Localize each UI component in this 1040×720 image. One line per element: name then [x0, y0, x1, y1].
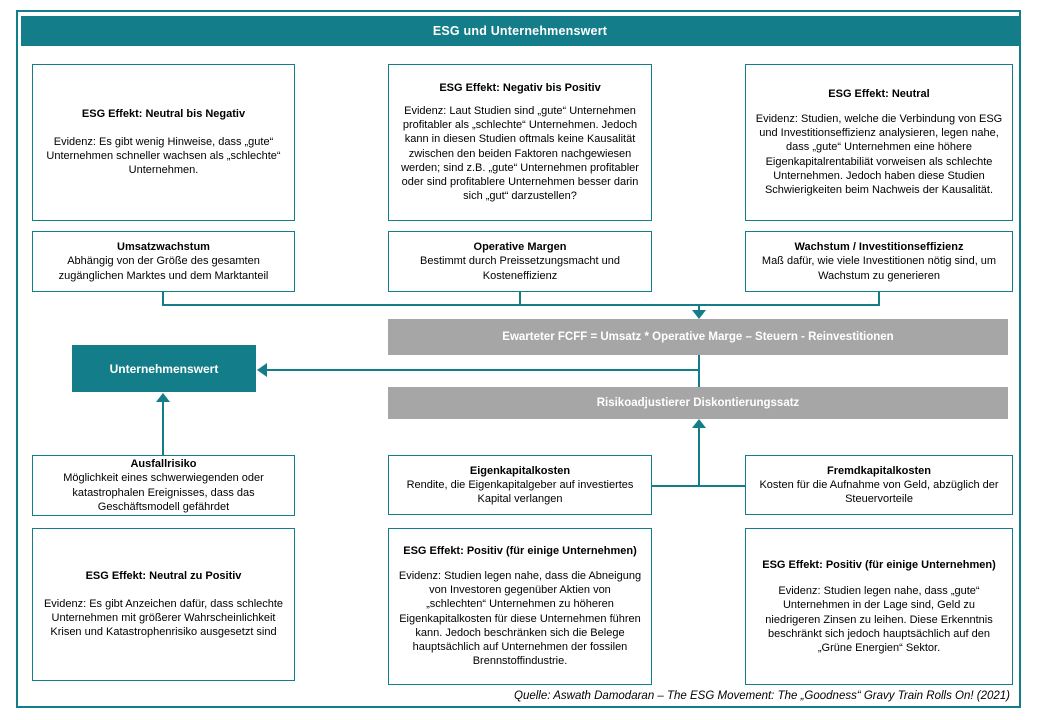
box-title: Fremdkapitalkosten — [827, 464, 931, 477]
bar-label: Ewarteter FCFF = Umsatz * Operative Marg… — [502, 331, 894, 343]
box-body: Evidenz: Es gibt Anzeichen dafür, dass s… — [43, 597, 284, 639]
arrowhead-up-value — [156, 393, 170, 402]
arrowhead-left-value — [257, 363, 267, 377]
box-title: Umsatzwachstum — [117, 241, 210, 254]
box-body: Evidenz: Studien legen nahe, dass „gute“… — [765, 584, 993, 655]
box-investitionseffizienz: Wachstum / Investitionseffizienz Maß daf… — [745, 231, 1013, 292]
box-body: Bestimmt durch Preissetzungsmacht und Ko… — [420, 255, 620, 282]
connector-fcff-to-discount — [698, 355, 700, 387]
box-body: Möglichkeit eines schwerwiegenden oder k… — [63, 472, 264, 513]
box-body: Abhängig von der Größe des gesamten zugä… — [58, 255, 269, 282]
box-body: Evidenz: Studien, welche die Verbindung … — [755, 112, 1003, 197]
box-title: ESG Effekt: Positiv (für einige Unterneh… — [403, 545, 637, 558]
box-body: Rendite, die Eigenkapitalgeber auf inves… — [406, 478, 634, 506]
box-title: ESG Effekt: Positiv (für einige Unterneh… — [762, 558, 996, 571]
connector-stub-left — [162, 292, 164, 306]
box-body: Maß dafür, wie viele Investitionen nötig… — [761, 255, 997, 282]
box-title: ESG Effekt: Neutral bis Negativ — [81, 108, 246, 121]
box-esg-effect-margins: ESG Effekt: Negativ bis Positiv Evidenz:… — [388, 64, 652, 221]
box-title: Operative Margen — [473, 241, 567, 254]
box-title: Wachstum / Investitionseffizienz — [794, 241, 964, 254]
box-ausfallrisiko: Ausfallrisiko Möglichkeit eines schwerwi… — [32, 455, 295, 516]
connector-stub-right — [878, 292, 880, 306]
box-esg-effect-default-risk: ESG Effekt: Neutral zu Positiv Evidenz: … — [32, 528, 295, 681]
value-box-label: Unternehmenswert — [109, 361, 219, 376]
box-esg-effect-debt-cost: ESG Effekt: Positiv (für einige Unterneh… — [745, 528, 1013, 685]
box-body: Evidenz: Es gibt wenig Hinweise, dass „g… — [46, 135, 281, 177]
box-esg-effect-growth: ESG Effekt: Neutral bis Negativ Evidenz:… — [32, 64, 295, 221]
connector-drop-to-fcff — [698, 304, 700, 312]
box-operative-margen: Operative Margen Bestimmt durch Preisset… — [388, 231, 652, 292]
connector-to-value-line — [266, 369, 700, 371]
bar-discount-rate: Risikoadjustierer Diskontierungssatz — [388, 387, 1008, 419]
box-title: Ausfallrisiko — [130, 457, 197, 470]
arrowhead-down-fcff — [692, 310, 706, 319]
box-fremdkapitalkosten: Fremdkapitalkosten Kosten für die Aufnah… — [745, 455, 1013, 515]
bar-label: Risikoadjustierer Diskontierungssatz — [596, 397, 800, 409]
connector-up-to-discount — [698, 427, 700, 487]
box-unternehmenswert: Unternehmenswert — [72, 345, 256, 392]
box-body: Evidenz: Studien legen nahe, dass die Ab… — [398, 569, 642, 668]
diagram-title-bar: ESG und Unternehmenswert — [21, 16, 1019, 46]
box-esg-effect-equity-cost: ESG Effekt: Positiv (für einige Unterneh… — [388, 528, 652, 685]
box-title: ESG Effekt: Negativ bis Positiv — [439, 82, 601, 95]
connector-risk-to-value — [162, 401, 164, 455]
box-title: ESG Effekt: Neutral — [828, 88, 930, 101]
box-eigenkapitalkosten: Eigenkapitalkosten Rendite, die Eigenkap… — [388, 455, 652, 515]
box-title: ESG Effekt: Neutral zu Positiv — [85, 570, 242, 583]
connector-stub-mid — [519, 292, 521, 306]
source-citation: Quelle: Aswath Damodaran – The ESG Movem… — [514, 690, 1010, 702]
diagram-title: ESG und Unternehmenswert — [432, 24, 608, 38]
bar-expected-fcff: Ewarteter FCFF = Umsatz * Operative Marg… — [388, 319, 1008, 355]
page-border — [16, 10, 1021, 708]
box-body: Kosten für die Aufnahme von Geld, abzügl… — [759, 478, 999, 506]
box-umsatzwachstum: Umsatzwachstum Abhängig von der Größe de… — [32, 231, 295, 292]
arrowhead-up-discount — [692, 419, 706, 428]
connector-rail — [162, 304, 880, 306]
box-body: Evidenz: Laut Studien sind „gute“ Untern… — [401, 104, 639, 203]
box-title: Eigenkapitalkosten — [469, 464, 571, 477]
box-esg-effect-efficiency: ESG Effekt: Neutral Evidenz: Studien, we… — [745, 64, 1013, 221]
